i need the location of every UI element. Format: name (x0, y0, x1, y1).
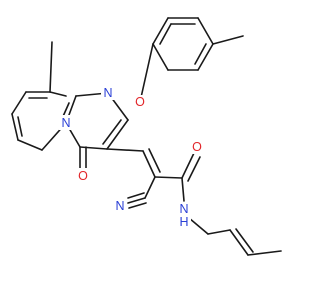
bond (11, 91, 27, 115)
bond (102, 119, 122, 145)
bonds (11, 17, 282, 256)
bond (235, 228, 254, 253)
bond (207, 229, 231, 235)
bond (17, 116, 23, 137)
bond (139, 43, 154, 103)
bond (49, 91, 67, 97)
bridge-n-atom: N (59, 115, 73, 130)
bond (154, 176, 183, 179)
pyrimidine-n-label: N (103, 86, 112, 100)
nitrile-n-atom: N (113, 198, 127, 213)
pyrimidine-n-atom: N (101, 85, 115, 100)
amide-h-label: H (179, 215, 188, 229)
bond (229, 229, 249, 256)
amide-n-label: N (179, 202, 188, 216)
ring-carbonyl-o-atom: O (76, 168, 90, 183)
bond (187, 156, 201, 182)
atom-labels: N N O O N O N H (59, 85, 204, 229)
ether-o-atom: O (133, 95, 147, 110)
bond (106, 119, 129, 150)
bond (144, 176, 156, 199)
bond (11, 113, 19, 141)
bond (128, 202, 147, 209)
nitrile-n-label: N (115, 199, 124, 213)
molecule-structure: N N O O N O N H (11, 17, 282, 256)
bond (152, 43, 169, 71)
amide-o-atom: O (190, 139, 204, 154)
bond (106, 148, 144, 152)
amide-nh-atom: N H (177, 202, 191, 229)
bond (17, 139, 43, 151)
bond (194, 43, 207, 65)
bond (159, 23, 172, 45)
ether-o-label: O (135, 95, 145, 109)
bond (152, 17, 169, 45)
bond (197, 43, 214, 71)
bond (142, 150, 156, 178)
bond (127, 197, 146, 204)
bond (247, 250, 282, 256)
bond (197, 17, 214, 45)
bond (212, 35, 244, 45)
bond (181, 152, 195, 179)
amide-o-label: O (192, 140, 202, 154)
bond (49, 41, 53, 93)
bond (127, 192, 145, 199)
ring-carbonyl-o-label: O (78, 169, 88, 183)
bond (181, 177, 185, 202)
bond (188, 217, 209, 235)
bond (148, 148, 161, 173)
bridge-n-label: N (61, 116, 70, 130)
bond (79, 146, 108, 150)
